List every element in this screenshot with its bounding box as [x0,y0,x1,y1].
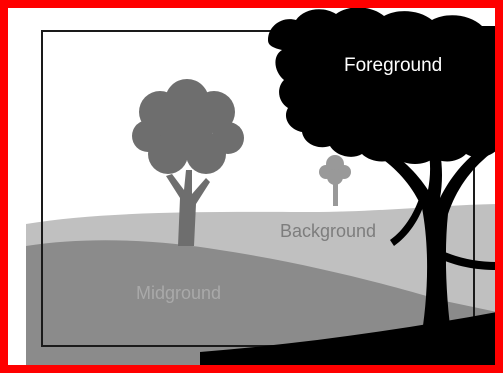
foreground-label: Foreground [344,56,442,75]
midground-label: Midground [136,284,221,302]
background-label: Background [280,222,376,240]
